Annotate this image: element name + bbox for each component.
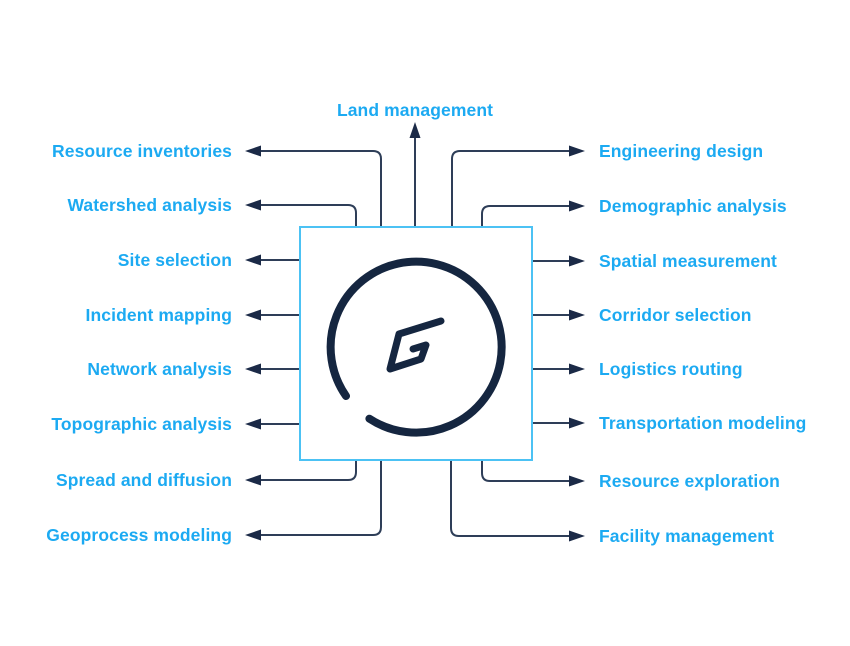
label-transportation-modeling: Transportation modeling	[599, 413, 807, 433]
arrow-corridor-selection	[532, 309, 585, 321]
arrow-transportation-modeling	[532, 417, 585, 429]
label-topographic-analysis: Topographic analysis	[51, 414, 232, 434]
arrow-engineering-design	[451, 145, 585, 227]
label-facility-management: Facility management	[599, 526, 775, 546]
gis-g-logo-icon	[326, 257, 506, 437]
label-site-selection: Site selection	[117, 250, 232, 270]
label-demographic-analysis: Demographic analysis	[599, 196, 787, 216]
label-resource-exploration: Resource exploration	[599, 471, 780, 491]
label-spatial-measurement: Spatial measurement	[599, 251, 777, 271]
label-spread-and-diffusion: Spread and diffusion	[55, 470, 232, 490]
arrow-demographic-analysis	[481, 200, 585, 227]
label-watershed-analysis: Watershed analysis	[67, 195, 232, 215]
arrow-spread-and-diffusion	[245, 460, 357, 486]
arrow-watershed-analysis	[245, 199, 357, 227]
hub-box	[299, 226, 533, 461]
arrow-geoprocess-modeling	[245, 460, 382, 541]
label-resource-inventories: Resource inventories	[52, 141, 232, 161]
arrow-resource-exploration	[481, 460, 585, 487]
arrow-topographic-analysis	[245, 418, 300, 430]
arrow-logistics-routing	[532, 363, 585, 375]
label-geoprocess-modeling: Geoprocess modeling	[46, 525, 232, 545]
label-land-management: Land management	[336, 100, 494, 120]
arrow-site-selection	[245, 254, 300, 266]
arrow-incident-mapping	[245, 309, 300, 321]
label-engineering-design: Engineering design	[599, 141, 764, 161]
arrow-spatial-measurement	[532, 255, 585, 267]
label-network-analysis: Network analysis	[87, 359, 232, 379]
arrow-resource-inventories	[245, 145, 382, 227]
label-incident-mapping: Incident mapping	[85, 305, 232, 325]
label-logistics-routing: Logistics routing	[599, 359, 743, 379]
label-corridor-selection: Corridor selection	[599, 305, 752, 325]
arrow-facility-management	[450, 460, 585, 542]
arrow-network-analysis	[245, 363, 300, 375]
arrow-land-management	[409, 122, 421, 227]
